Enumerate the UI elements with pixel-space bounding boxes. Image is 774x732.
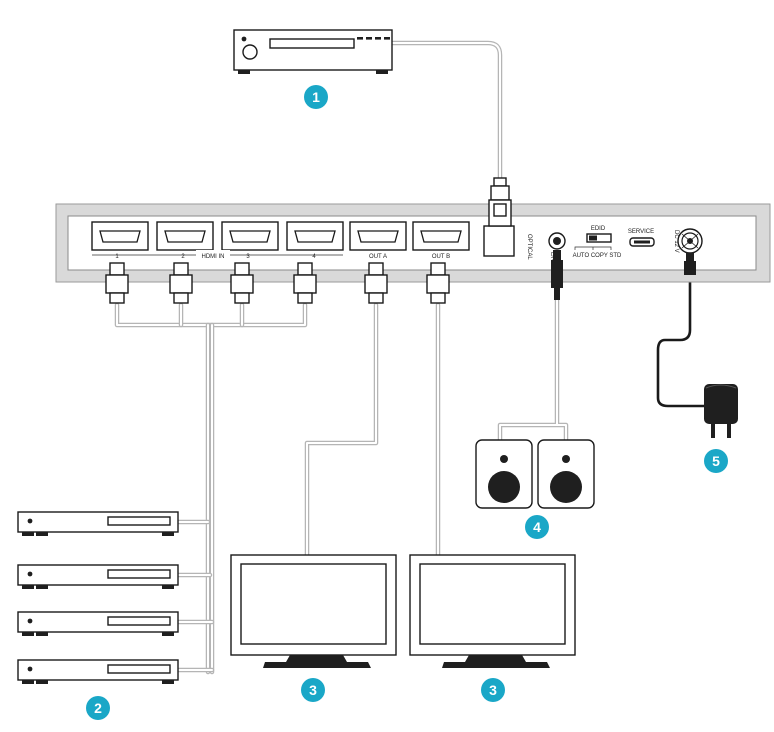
callout-badge-4: 4 <box>525 515 549 539</box>
label-input-1: 1 <box>115 254 119 260</box>
label-edid-modes: AUTO COPY STD <box>573 253 622 259</box>
callout-badge-2: 2 <box>86 696 110 720</box>
av-receiver <box>233 29 393 74</box>
hdmi-plug-in4 <box>293 262 317 304</box>
label-optical: OPTICAL <box>526 234 532 260</box>
optical-plug <box>488 177 512 227</box>
label-service: SERVICE <box>628 229 654 235</box>
speaker-right <box>537 439 595 509</box>
callout-badge-3b: 3 <box>481 678 505 702</box>
label-input-2: 2 <box>181 254 185 260</box>
display-right <box>409 554 576 668</box>
callout-1-text: 1 <box>312 89 320 105</box>
hdmi-plugs <box>105 262 450 304</box>
hdmi-plug-in3 <box>230 262 254 304</box>
hdmi-plug-in1 <box>105 262 129 304</box>
source-player-2 <box>17 564 179 589</box>
callout-3b-text: 3 <box>489 682 497 698</box>
hdmi-ports <box>91 221 470 251</box>
label-input-4: 4 <box>312 254 316 260</box>
label-out-a: OUT A <box>369 254 387 260</box>
hdmi-matrix-switch: 1 2 HDMI IN 3 4 OUT A OUT B OPTICAL L/R … <box>55 203 771 283</box>
callout-5-text: 5 <box>712 453 720 469</box>
speaker-left <box>475 439 533 509</box>
dc-plug <box>684 253 696 275</box>
label-lr: L/R <box>549 252 555 262</box>
source-player-1 <box>17 511 179 536</box>
label-input-3: 3 <box>246 254 250 260</box>
hdmi-plug-out-a <box>364 262 388 304</box>
audio-plug <box>551 250 563 300</box>
label-dc: DC 12 V <box>673 230 679 253</box>
label-edid: EDID <box>591 226 606 232</box>
source-player-4 <box>17 659 179 684</box>
callout-4-text: 4 <box>533 519 541 535</box>
hdmi-plug-out-b <box>426 262 450 304</box>
display-left <box>230 554 397 668</box>
source-players <box>17 511 179 684</box>
callout-badge-1: 1 <box>304 85 328 109</box>
label-out-b: OUT B <box>432 254 450 260</box>
hdmi-plug-in2 <box>169 262 193 304</box>
power-adapter <box>704 384 738 438</box>
callout-3a-text: 3 <box>309 682 317 698</box>
cables <box>114 40 705 675</box>
callouts: 1 2 3 3 4 5 <box>86 85 728 720</box>
callout-badge-3a: 3 <box>301 678 325 702</box>
callout-badge-5: 5 <box>704 449 728 473</box>
label-hdmi-in: HDMI IN <box>202 254 225 260</box>
callout-2-text: 2 <box>94 700 102 716</box>
source-player-3 <box>17 611 179 636</box>
